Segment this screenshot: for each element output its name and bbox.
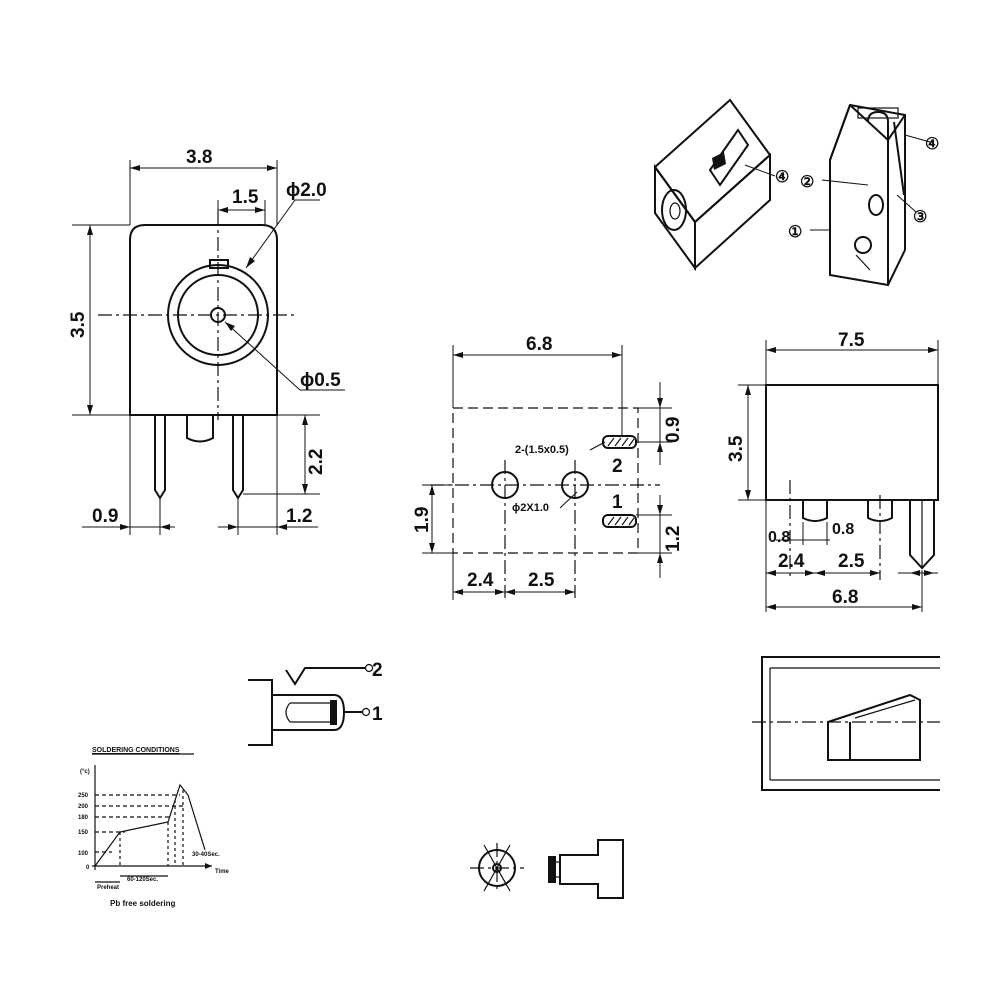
soldering-profile xyxy=(94,783,206,867)
dim-leg-length-label: 2.2 xyxy=(306,449,327,475)
schematic-housing xyxy=(248,679,273,746)
iso-callout-2: ② xyxy=(800,174,814,191)
soldering-preheat: Preheat xyxy=(97,885,119,891)
soldering-caption: Pb free soldering xyxy=(110,899,175,908)
iso-callout-3: ③ xyxy=(913,209,927,226)
dim-height-label: 3.5 xyxy=(68,311,89,338)
slot-spec-label: 2-(1.5x0.5) xyxy=(515,444,569,456)
isometric-view-front: ④ xyxy=(653,98,789,272)
plug-side-view xyxy=(548,839,624,899)
mount-hole-left xyxy=(491,471,519,499)
iso-a-face xyxy=(654,163,696,272)
schematic-terminal-1: 1 xyxy=(372,704,383,725)
holes-spec-label: ϕ2X1.0 xyxy=(512,502,549,514)
side-body xyxy=(765,384,939,501)
soldering-x-label: Time xyxy=(215,869,230,875)
footprint-width-label: 6.8 xyxy=(526,334,552,355)
iso-callout-4a: ④ xyxy=(775,169,789,186)
footprint-spacing-a-label: 2.4 xyxy=(467,570,494,591)
footprint-spacing-b-label: 2.5 xyxy=(528,570,555,591)
dim-offset-label: 1.5 xyxy=(232,187,259,208)
front-view: 3.8 1.5 ϕ2.0 ϕ0.5 3.5 2.2 xyxy=(68,147,345,535)
footprint-height-label: 1.9 xyxy=(412,507,433,533)
dim-width-label: 3.8 xyxy=(186,147,212,168)
iso-b-hole xyxy=(854,236,872,254)
soldering-tick-200: 200 xyxy=(78,804,89,810)
center-tab xyxy=(186,415,214,443)
front-body xyxy=(129,224,278,416)
side-pin-b-label: 0.8 xyxy=(832,521,854,538)
iso-callout-4b: ④ xyxy=(925,136,939,153)
soldering-tick-250: 250 xyxy=(78,793,89,799)
iso-a-side xyxy=(694,152,771,271)
side-tab-left xyxy=(802,500,828,522)
pad-2-label: 2 xyxy=(612,456,623,477)
pad-slot-1 xyxy=(602,514,637,528)
right-leg xyxy=(232,415,244,500)
iso-a-barrel xyxy=(661,189,687,231)
soldering-tick-0: 0 xyxy=(86,865,90,871)
dim-outer-dia-label: ϕ2.0 xyxy=(286,180,327,201)
soldering-chart: SOLDERING CONDITIONS (°c) Time 250 200 1… xyxy=(78,747,230,908)
section-outline xyxy=(761,656,940,791)
footprint-pad-height-label: 1.2 xyxy=(663,526,684,552)
isometric-view-rear: ④ ② ③ ① xyxy=(788,103,939,287)
pcb-footprint: 2-(1.5x0.5) 2 1 ϕ2X1.0 6.8 0.9 1.2 1. xyxy=(412,334,684,600)
pad-slot-2 xyxy=(602,435,637,449)
soldering-tick-150: 150 xyxy=(78,830,89,836)
schematic-symbol: 2 1 xyxy=(248,660,383,746)
mount-hole-right xyxy=(561,471,589,499)
side-base-label: 6.8 xyxy=(832,587,858,608)
section-view xyxy=(752,656,940,791)
end-view xyxy=(470,843,524,893)
schematic-terminal-2: 2 xyxy=(372,660,383,681)
side-length-label: 7.5 xyxy=(838,330,865,351)
soldering-preheat-time: 60-120Sec. xyxy=(127,877,158,883)
side-view: 7.5 3.5 0.8 0.8 2.4 2.5 6.8 xyxy=(726,330,939,612)
side-spacing-a-label: 2.4 xyxy=(778,551,805,572)
side-spacing-b-label: 2.5 xyxy=(838,551,865,572)
side-height-label: 3.5 xyxy=(726,435,747,462)
iso-a-slot xyxy=(708,128,750,187)
plug-tip xyxy=(548,856,556,883)
iso-callout-1: ① xyxy=(788,224,802,241)
barrel-key xyxy=(209,259,229,269)
dim-left-pin-label: 0.9 xyxy=(92,506,118,527)
dim-pin-dia-label: ϕ0.5 xyxy=(300,370,341,391)
side-pin-a-label: 0.8 xyxy=(768,529,790,546)
dim-right-pin-label: 1.2 xyxy=(286,506,312,527)
iso-b-spring xyxy=(867,110,889,190)
soldering-peak-time: 30-40Sec. xyxy=(192,852,220,858)
soldering-y-unit: (°c) xyxy=(80,769,90,775)
plug-body xyxy=(559,839,624,899)
left-leg xyxy=(154,415,166,500)
footprint-top-gap-label: 0.9 xyxy=(663,417,684,443)
soldering-title: SOLDERING CONDITIONS xyxy=(92,747,180,754)
footprint-outline xyxy=(452,407,639,554)
soldering-tick-180: 180 xyxy=(78,815,89,821)
soldering-tick-100: 100 xyxy=(78,851,89,857)
schematic-spring xyxy=(285,667,365,686)
section-contact xyxy=(827,693,921,761)
pad-1-label: 1 xyxy=(612,492,623,513)
